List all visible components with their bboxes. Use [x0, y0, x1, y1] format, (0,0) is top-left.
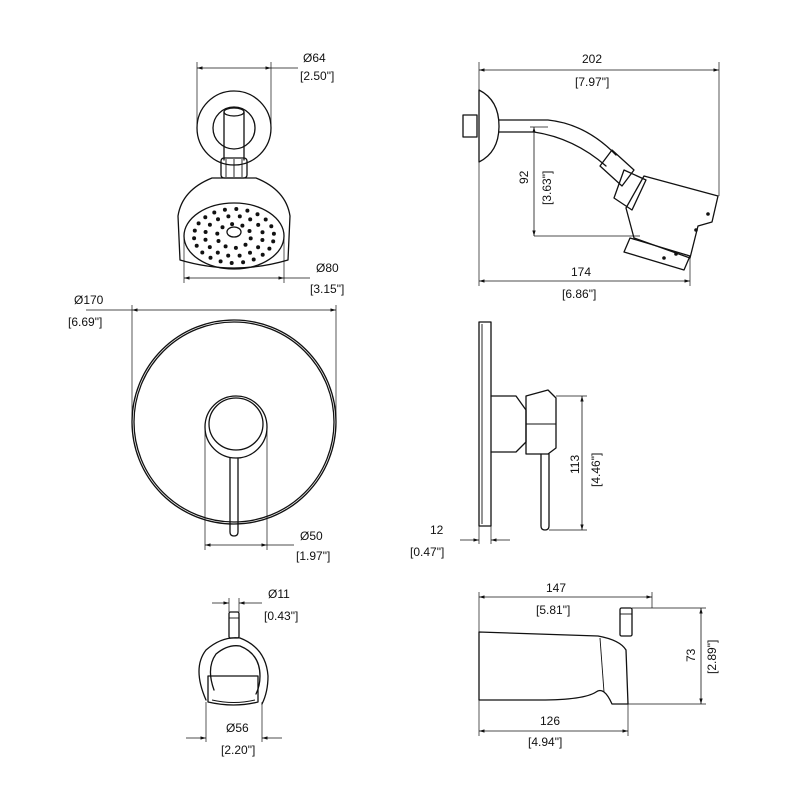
nozzle-hole — [271, 239, 276, 244]
nozzle-hole — [220, 225, 225, 230]
nozzle-hole — [223, 244, 228, 249]
dim-spout-height-mm: 73 — [684, 648, 698, 662]
dim-trim-hub-inch: [1.97"] — [296, 549, 330, 563]
tub-spout-front-view: Ø11 [0.43"] Ø56 [2.20"] — [186, 587, 298, 757]
nozzle-hole — [192, 228, 197, 233]
dim-spout-width-mm: Ø56 — [226, 721, 249, 735]
dim-trim-height-inch: [4.46"] — [589, 453, 603, 487]
nozzle-hole — [229, 261, 234, 265]
nozzle-hole — [240, 223, 245, 228]
dim-trim-plate-mm: Ø170 — [74, 293, 104, 307]
dim-showerhead-reach-mm: 202 — [582, 52, 602, 66]
dim-showerhead-flange-mm: Ø64 — [303, 51, 326, 65]
nozzle-hole — [218, 259, 223, 264]
nozzle-hole — [215, 231, 220, 236]
nozzle-hole — [241, 260, 246, 265]
trim-plate-front-view: Ø170 [6.69"] Ø50 [1.97"] — [68, 293, 337, 563]
nozzle-hole — [267, 246, 272, 251]
dim-spout-reach-inch: [4.94"] — [528, 735, 562, 749]
nozzle-hole — [194, 243, 199, 248]
dim-diverter-inch: [0.43"] — [264, 609, 298, 623]
nozzle-hole — [196, 221, 201, 226]
nozzle-hole — [271, 231, 276, 236]
dim-spout-length-inch: [5.81"] — [536, 603, 570, 617]
nozzle-hole — [200, 250, 205, 255]
nozzle-hole — [192, 236, 197, 241]
nozzle-hole — [263, 217, 268, 222]
dim-showerhead-drop-inch: [3.63"] — [540, 171, 554, 205]
nozzle-hole — [208, 255, 213, 260]
nozzle-hole — [207, 222, 212, 227]
nozzle-hole — [243, 242, 248, 247]
nozzle-hole — [222, 207, 227, 212]
nozzle-hole — [248, 250, 252, 255]
nozzle-hole — [233, 245, 238, 250]
nozzle-hole — [255, 212, 260, 217]
dim-trim-height-mm: 113 — [568, 455, 582, 474]
dim-showerhead-width-mm: 174 — [571, 265, 591, 279]
nozzle-hole — [247, 229, 252, 233]
dim-spout-height-inch: [2.89"] — [705, 640, 719, 674]
dim-spout-reach-mm: 126 — [540, 714, 560, 728]
nozzle-hole — [207, 245, 212, 250]
dim-spout-width-inch: [2.20"] — [221, 743, 255, 757]
nozzle-hole — [248, 217, 253, 222]
nozzle-hole — [260, 238, 265, 242]
dim-trim-plate-inch: [6.69"] — [68, 315, 102, 329]
nozzle-hole — [256, 222, 261, 227]
nozzle-hole — [260, 252, 265, 257]
dim-trim-hub-mm: Ø50 — [300, 529, 323, 543]
nozzle-hole — [226, 214, 231, 219]
tub-spout-side-view: 147 [5.81"] 73 [2.89"] 126 [4.94"] — [478, 581, 719, 749]
dim-trim-thickness-mm: 12 — [430, 523, 444, 537]
nozzle-hole — [226, 253, 231, 258]
nozzle-hole — [237, 253, 242, 258]
dim-diverter-mm: Ø11 — [268, 587, 290, 601]
showerhead-side-view: 202 [7.97"] 92 [3.63"] 174 [6.86"] — [462, 52, 720, 301]
spray-nozzles — [192, 207, 276, 265]
nozzle-hole — [237, 214, 242, 219]
nozzle-hole — [230, 222, 235, 227]
nozzle-hole — [203, 215, 208, 220]
nozzle-hole — [203, 230, 208, 234]
nozzle-hole — [234, 207, 239, 211]
dim-showerhead-drop-mm: 92 — [517, 170, 531, 184]
nozzle-hole — [269, 224, 274, 229]
nozzle-hole — [245, 208, 250, 213]
nozzle-hole — [212, 210, 217, 215]
nozzle-hole — [251, 257, 256, 262]
dim-showerhead-face-inch: [3.15"] — [310, 282, 344, 296]
nozzle-hole — [256, 245, 261, 250]
dim-showerhead-reach-inch: [7.97"] — [575, 75, 609, 89]
nozzle-hole — [216, 239, 221, 243]
dim-showerhead-flange-inch: [2.50"] — [300, 69, 334, 83]
dim-showerhead-width-inch: [6.86"] — [562, 287, 596, 301]
nozzle-hole — [216, 217, 220, 222]
nozzle-hole — [203, 237, 208, 242]
dim-showerhead-face-mm: Ø80 — [316, 261, 339, 275]
nozzle-hole — [248, 236, 253, 241]
nozzle-hole — [260, 230, 265, 235]
nozzle-hole — [215, 250, 220, 255]
showerhead-front-view: Ø64 [2.50"] Ø80 [3.15"] — [177, 51, 344, 296]
dim-trim-thickness-inch: [0.47"] — [410, 545, 444, 559]
trim-plate-side-view: 113 [4.46"] 12 [0.47"] — [410, 321, 603, 559]
dim-spout-length-mm: 147 — [546, 581, 566, 595]
